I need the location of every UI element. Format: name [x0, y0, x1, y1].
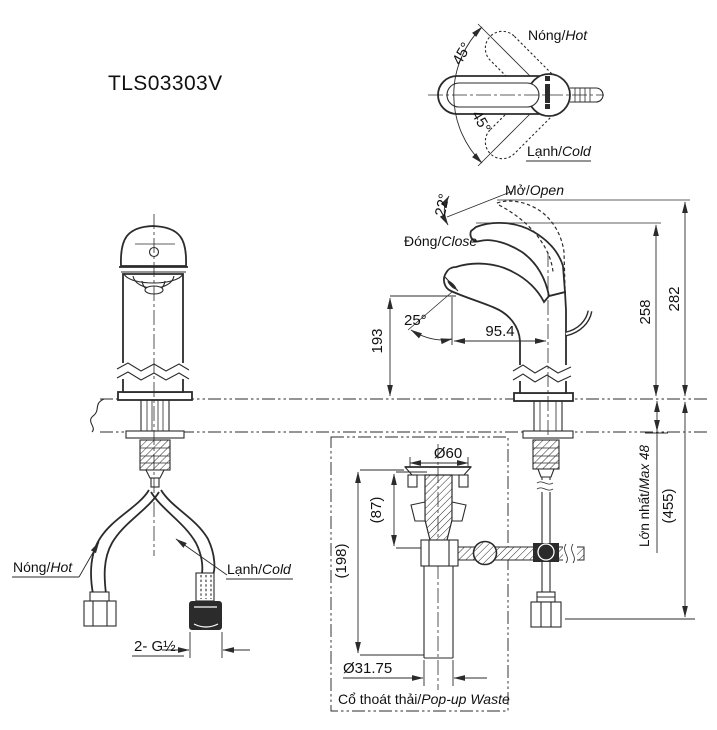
dim-pipe-diameter-label: Ø31.75 — [343, 660, 392, 677]
rod-ball-joint — [472, 540, 498, 566]
side-view-dimensions: 22° Mở/Open Đóng/Close 25° 95.4 193 258 … — [369, 182, 695, 620]
label-close-en: Close — [441, 233, 477, 249]
handle-cold-position — [484, 74, 570, 160]
front-washer — [125, 430, 185, 439]
dim-overall-height: (455) — [660, 488, 677, 523]
label-open: Mở/Open — [505, 182, 564, 198]
dim-swing-upper: 45° — [449, 40, 475, 68]
dim-open-angle: 22° — [432, 192, 453, 218]
side-base-flange — [513, 392, 574, 402]
detail-box-border — [330, 436, 509, 712]
front-view-faucet — [116, 214, 193, 556]
label-hot-supply-en: Hot — [50, 559, 73, 575]
label-cold-supply: Lạnh/Cold — [227, 561, 292, 577]
model-number: TLS03303V — [108, 72, 223, 95]
dim-spout-height: 193 — [369, 328, 386, 353]
front-base-flange — [117, 391, 193, 401]
label-hot-plan-en: Hot — [565, 27, 588, 43]
dim-thread-label: 2- G½ — [134, 638, 176, 655]
side-body-spout — [443, 262, 567, 394]
dim-spout-angle: 25° — [404, 312, 427, 329]
swing-arc — [453, 26, 483, 164]
dim-plug-depth-label: (87) — [368, 497, 385, 524]
hot-hose-nut — [83, 600, 117, 627]
popup-lift-rod — [565, 310, 593, 337]
plan-spout-stub — [570, 87, 604, 103]
label-close-vi: Đóng/ — [404, 233, 441, 249]
dim-waste-length: (198) — [333, 469, 424, 656]
counter-break-line — [90, 398, 105, 433]
waste-plug — [424, 474, 453, 549]
popup-waste-caption-en: Pop-up Waste — [421, 691, 510, 707]
rod-break-mark — [536, 481, 554, 491]
label-max-counter: Lớn nhất/Max 48 — [637, 445, 652, 547]
label-hot-plan: Nóng/Hot — [528, 27, 588, 43]
label-cold-plan: Lạnh/Cold — [527, 143, 592, 159]
label-cold-supply-en: Cold — [262, 561, 292, 577]
dim-thread: 2- G½ — [132, 632, 250, 658]
label-close: Đóng/Close — [404, 233, 477, 249]
dim-flange-diameter-label: Ø60 — [434, 445, 462, 462]
dim-height-closed: 258 — [637, 299, 654, 324]
front-handle-dome — [120, 225, 187, 267]
dim-pipe-diameter: Ø31.75 — [343, 660, 487, 686]
label-hot-supply: Nóng/Hot — [13, 559, 73, 575]
front-view-undercounter: Nóng/Hot Lạnh/Cold 2- G½ — [12, 400, 293, 658]
label-cold-plan-en: Cold — [562, 143, 592, 159]
side-view-faucet — [443, 200, 593, 438]
dim-spout-reach: 95.4 — [485, 323, 514, 340]
label-open-vi: Mở/ — [505, 182, 530, 198]
label-max-counter-vi: Lớn nhất/ — [637, 489, 652, 547]
popup-rod-linkage — [420, 539, 585, 567]
handle-open-position — [496, 200, 566, 289]
popup-waste-caption: Cổ thoát thải/Pop-up Waste — [338, 691, 510, 707]
dim-waste-length-label: (198) — [333, 543, 350, 578]
side-mounting-nut — [532, 439, 560, 470]
aerator-outlet — [447, 280, 457, 290]
label-hot-plan-vi: Nóng/ — [528, 27, 565, 43]
label-open-en: Open — [530, 182, 564, 198]
cold-hose-nut — [189, 601, 222, 630]
rod-pivot-nut — [420, 539, 459, 567]
front-mounting-nut — [139, 439, 171, 471]
side-view-undercounter — [522, 400, 577, 628]
counter-surface — [90, 398, 710, 433]
side-hose-nut — [530, 601, 562, 628]
label-max-counter-en: Max 48 — [637, 445, 652, 490]
label-hot-supply-vi: Nóng/ — [13, 559, 50, 575]
supply-hoses — [90, 489, 216, 595]
dim-plug-depth: (87) — [368, 471, 434, 549]
label-cold-supply-vi: Lạnh/ — [227, 561, 262, 577]
popup-waste-caption-vi: Cổ thoát thải/ — [338, 691, 421, 707]
rod-clamp — [533, 543, 559, 562]
label-cold-plan-vi: Lạnh/ — [527, 143, 562, 159]
popup-waste-detail: Ø60 (87) (198) Ø31.75 Cổ thoát thải/Pop-… — [330, 436, 510, 712]
dim-height-open: 282 — [666, 286, 683, 311]
dim-flange-diameter: Ø60 — [409, 445, 469, 467]
top-plan-view: 45° 45° Nóng/Hot Lạnh/Cold — [428, 23, 604, 167]
